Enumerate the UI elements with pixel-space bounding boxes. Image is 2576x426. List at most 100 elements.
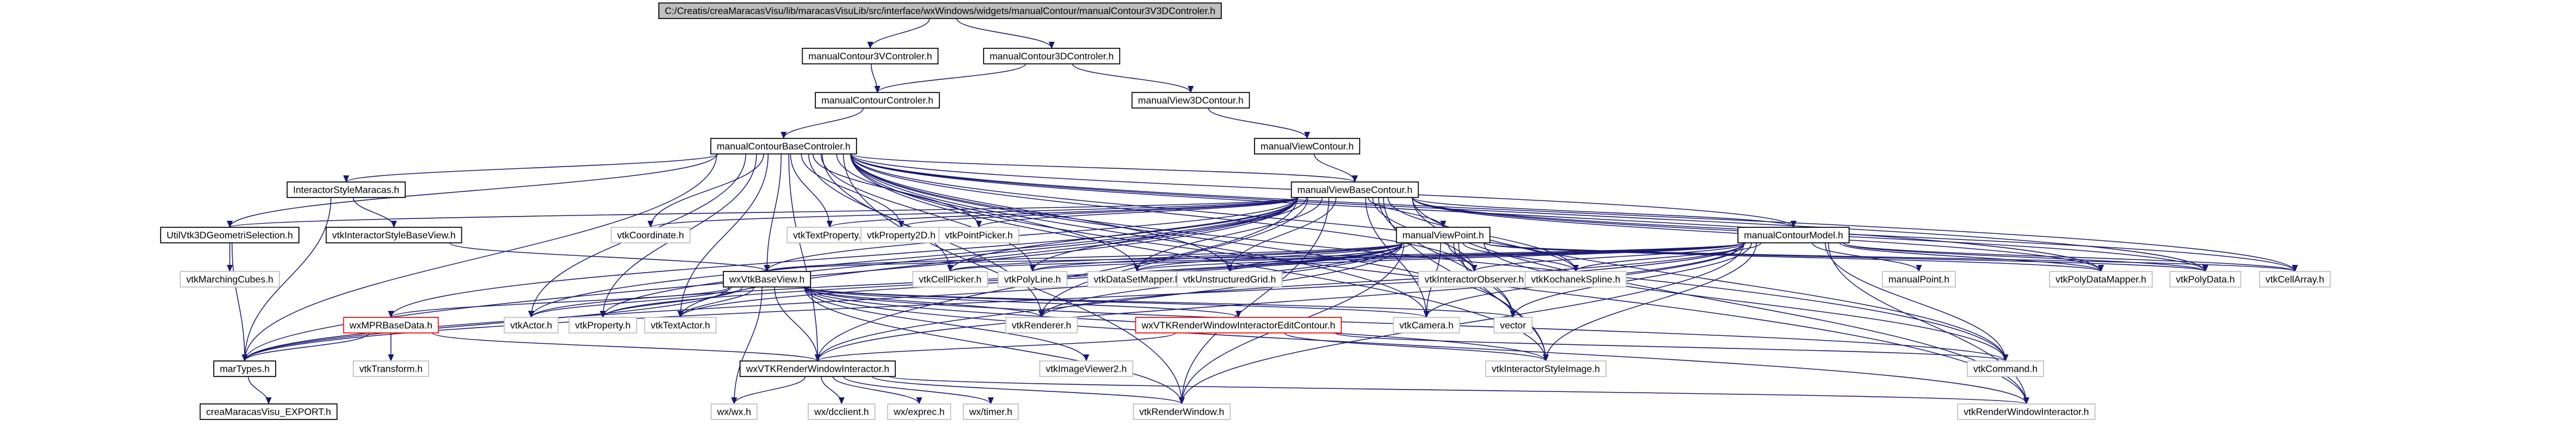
node-mcm[interactable]: manualContourModel.h [1737,227,1850,243]
edge-c3d-cc [874,63,1026,93]
edge-cbc-vdsm [836,153,1140,272]
node-visi: vtkInteractorStyleImage.h [1485,360,1607,377]
edge-vbc-vcmd [1412,197,2008,362]
node-box [912,271,988,288]
node-label: vtkPolyData.h [2176,275,2235,285]
edge-cbc-martypes [242,153,717,362]
edge-mvp-vtkbv [764,242,1403,272]
node-wxdc: wx/dcclient.h [808,403,876,420]
node-rwi[interactable]: wxVTKRenderWindowInteractor.h [739,360,896,377]
node-martypes[interactable]: marTypes.h [213,360,276,377]
node-box [199,403,338,420]
node-root[interactable]: C:/Creatis/creaMaracasVisu/lib/maracasVi… [658,2,1222,19]
node-label: vtkCamera.h [1400,321,1454,331]
edge-cbc-util [227,153,717,228]
edge-vbc-mvp [1367,197,1446,228]
edge-cbc-vio [850,153,1477,272]
edge-martypes-export [248,376,272,405]
node-box [1524,271,1627,288]
edge-rwi-wxdc [821,376,845,405]
node-box [938,227,1019,243]
edge-ism-martypes [242,197,332,362]
edge-rwiec-vcmd [1335,332,2008,362]
node-label: vtkRenderer.h [1012,321,1071,331]
edge-vbc-vector [1378,197,1516,318]
edge-vbc-vcoord [648,197,1298,228]
edge-vtkbv-vimgv2 [804,286,1089,362]
node-util[interactable]: UtilVtk3DGeometriSelection.h [160,227,300,243]
edge-mcm-vug [1227,242,1745,272]
edge-vbc-vactor [528,197,1298,318]
node-vprop: vtkProperty.h [568,317,637,334]
node-cbc[interactable]: manualContourBaseControler.h [710,138,857,155]
node-label: vtkPointPicker.h [945,231,1013,241]
node-label: vtkDataSetMapper.h [1094,275,1181,285]
node-label: vtkProperty2D.h [867,231,936,241]
node-vector: vector [1493,317,1533,334]
edge-cbc-vcam [850,153,1429,318]
edge-cc-cbc [781,107,864,139]
node-box [343,317,439,334]
node-box [710,138,857,155]
node-label: vtkRenderWindowInteractor.h [1964,408,2089,418]
node-cc[interactable]: manualContourControler.h [815,92,940,109]
node-export[interactable]: creaMaracasVisu_EXPORT.h [199,403,338,420]
node-mvp[interactable]: manualViewPoint.h [1395,227,1491,243]
node-label: vtkCellArray.h [2266,275,2324,285]
node-isbv[interactable]: vtkInteractorStyleBaseView.h [325,227,463,243]
edge-rwiec-visi [1284,332,1549,362]
edge-mcm-rwi [815,242,1745,362]
node-c3d[interactable]: manualContour3DControler.h [983,48,1120,64]
node-v3d[interactable]: manualView3DContour.h [1131,92,1250,109]
edge-rwi-wxtimer [843,376,994,405]
node-label: vtkProperty.h [575,321,630,331]
node-vc[interactable]: manualViewContour.h [1254,138,1360,155]
edge-mcm-vio [1471,242,1746,272]
node-box [1133,403,1231,420]
edge-vtkbv-martypes [242,286,730,362]
node-ism[interactable]: InteractorStyleMaracas.h [286,181,406,198]
node-box [1392,317,1460,334]
edge-vtkbv-rwiec [804,286,1241,318]
node-wxtimer: wx/timer.h [963,403,1019,420]
node-label: wx/timer.h [969,408,1012,418]
edge-mvp-vcellpick [947,242,1403,272]
node-label: vtkCellPicker.h [919,275,982,285]
node-box [963,403,1019,420]
node-box [710,403,758,420]
edge-rwiec-rwi [815,332,1176,362]
node-box [1005,317,1078,334]
node-label: vtkPolyDataMapper.h [2056,275,2146,285]
edge-mvp-vca [1483,242,2298,272]
edge-mcm-mpoint [1811,242,1922,272]
node-box [1087,271,1187,288]
node-box [353,360,429,377]
node-vtkbv[interactable]: wxVtkBaseView.h [723,271,811,288]
edge-rwi-vrw [871,376,1185,405]
node-label: vtkActor.h [510,321,552,331]
node-label: vtkImageViewer2.h [1046,365,1127,375]
edge-mcm-vpolyline [1030,242,1745,272]
node-box [802,48,939,64]
node-box [997,271,1068,288]
node-box [568,317,637,334]
edge-vtkbv-vector [804,286,1516,318]
node-label: vtkKochanekSpline.h [1531,275,1620,285]
node-box [1290,181,1419,198]
edge-cbc-ism [343,153,719,183]
node-label: vtkTextProperty.h [793,231,866,241]
node-vpolyline: vtkPolyLine.h [997,271,1068,288]
node-label: vtkTextActor.h [651,321,710,331]
node-vbc[interactable]: manualViewBaseContour.h [1290,181,1419,198]
edge-cbc-vbc [850,153,1358,183]
node-box [1131,92,1250,109]
node-c3v[interactable]: manualContour3VControler.h [802,48,939,64]
node-box [1957,403,2096,420]
edge-vtkbv-vactor [528,286,732,318]
edge-mcm-martypes [242,242,1745,362]
edge-mpr-martypes [242,332,369,362]
node-vtextprop: vtkTextProperty.h [786,227,873,243]
edge-cbc-vtextactor [677,153,769,318]
